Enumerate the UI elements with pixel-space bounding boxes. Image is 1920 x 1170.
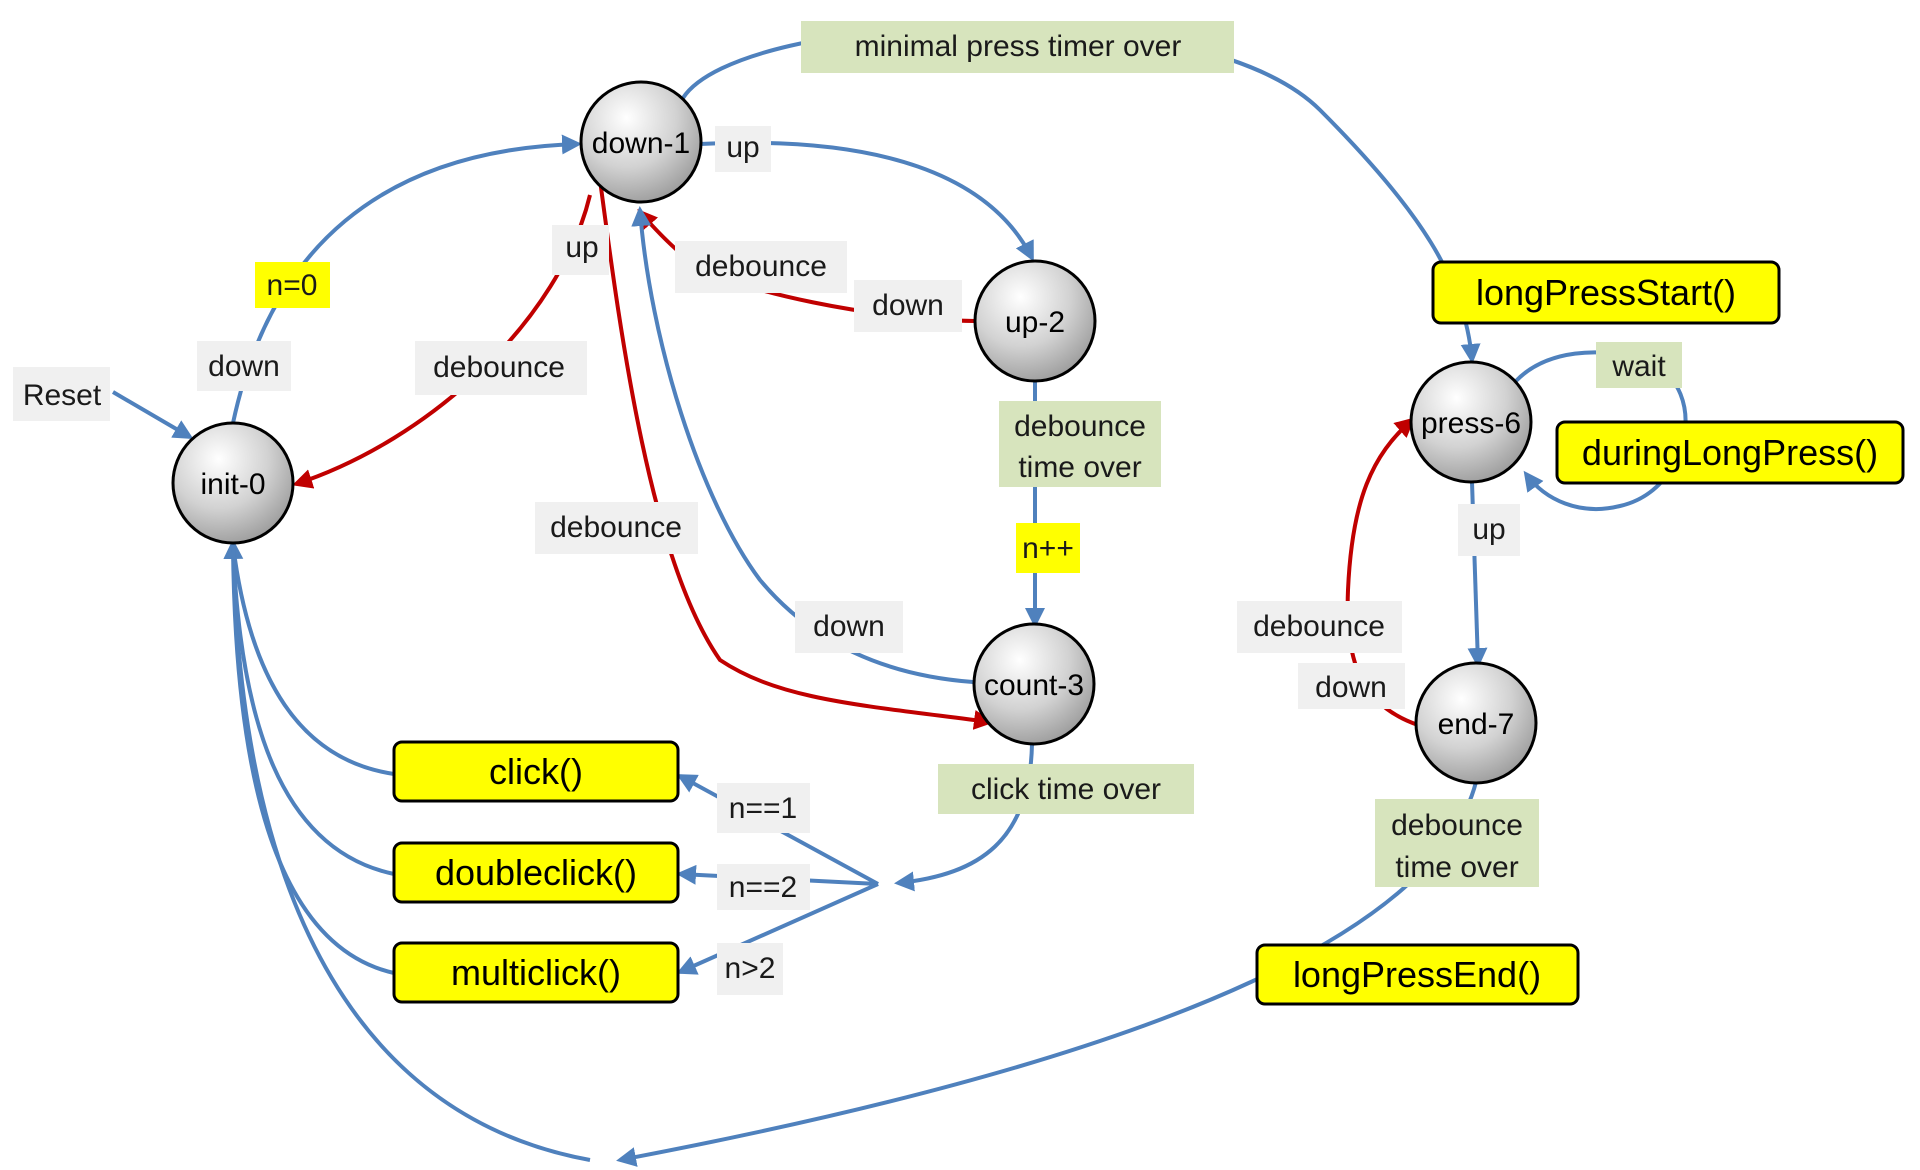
label-debounce-time-over-1-line1: debounce bbox=[1014, 410, 1146, 443]
states: init-0 down-1 up-2 count-3 press-6 end-7 bbox=[171, 80, 1538, 785]
state-init-0: init-0 bbox=[171, 421, 295, 545]
doubleclick-function-label: doubleclick() bbox=[435, 852, 637, 893]
label-reset: Reset bbox=[23, 379, 102, 412]
function-boxes: click() doubleclick() multiclick() longP… bbox=[392, 260, 1905, 1006]
edge-down1-to-count3-debounce bbox=[598, 179, 994, 730]
state-count-3: count-3 bbox=[972, 622, 1096, 746]
doubleclick-function-box: doubleclick() bbox=[392, 841, 680, 904]
multiclick-function-label: multiclick() bbox=[451, 952, 621, 993]
label-click-time-over: click time over bbox=[971, 773, 1161, 806]
label-wait: wait bbox=[1611, 350, 1666, 383]
multiclick-function-box: multiclick() bbox=[392, 941, 680, 1004]
state-press-6-label: press-6 bbox=[1421, 407, 1521, 440]
long-press-start-function-label: longPressStart() bbox=[1476, 272, 1736, 313]
label-up-press: up bbox=[1472, 513, 1505, 546]
label-debounce-down-to-init: debounce bbox=[433, 351, 565, 384]
label-debounce-time-over-2-line1: debounce bbox=[1391, 809, 1523, 842]
label-down-count: down bbox=[813, 610, 885, 643]
edge-click-to-init bbox=[231, 544, 395, 776]
label-n-gt-2: n>2 bbox=[725, 952, 776, 985]
label-up-down1-to-up2: up bbox=[726, 131, 759, 164]
label-debounce-time-over-1-line2: time over bbox=[1018, 451, 1141, 484]
during-long-press-function-label: duringLongPress() bbox=[1582, 432, 1878, 473]
edge-doubleclick-to-init bbox=[231, 544, 395, 876]
label-n-increment: n++ bbox=[1022, 532, 1074, 565]
label-n0: n=0 bbox=[267, 269, 318, 302]
click-function-box: click() bbox=[392, 740, 680, 803]
state-down-1-label: down-1 bbox=[592, 127, 690, 160]
label-debounce-near-up2: debounce bbox=[695, 250, 827, 283]
state-end-7: end-7 bbox=[1414, 661, 1538, 785]
label-n-eq-2: n==2 bbox=[729, 871, 797, 904]
label-down-up2: down bbox=[872, 289, 944, 322]
long-press-end-function-label: longPressEnd() bbox=[1293, 954, 1541, 995]
label-debounce-end: debounce bbox=[1253, 610, 1385, 643]
long-press-start-function-box: longPressStart() bbox=[1431, 260, 1781, 325]
label-minimal-press-timer: minimal press timer over bbox=[855, 30, 1182, 63]
during-long-press-function-box: duringLongPress() bbox=[1555, 420, 1905, 485]
state-up-2: up-2 bbox=[973, 259, 1097, 383]
edge-count3-to-down1 bbox=[631, 206, 974, 684]
state-end-7-label: end-7 bbox=[1438, 708, 1515, 741]
click-function-label: click() bbox=[489, 751, 583, 792]
state-press-6: press-6 bbox=[1409, 360, 1533, 484]
label-down-init: down bbox=[208, 350, 280, 383]
state-down-1: down-1 bbox=[579, 80, 703, 204]
label-down-end: down bbox=[1315, 671, 1387, 704]
state-count-3-label: count-3 bbox=[984, 669, 1084, 702]
state-init-0-label: init-0 bbox=[200, 468, 265, 501]
edge-bottom-return-to-init bbox=[223, 539, 591, 1162]
edge-reset-to-init bbox=[111, 390, 194, 440]
edge-down1-to-init-debounce bbox=[292, 194, 592, 489]
label-texts: Reset down n=0 debounce up up debounce d… bbox=[23, 30, 1667, 985]
edge-split-to-multiclick bbox=[676, 882, 879, 975]
label-debounce-to-count: debounce bbox=[550, 511, 682, 544]
label-debounce-time-over-2-line2: time over bbox=[1395, 851, 1518, 884]
state-up-2-label: up-2 bbox=[1005, 306, 1065, 339]
label-up-down1: up bbox=[565, 231, 598, 264]
long-press-end-function-box: longPressEnd() bbox=[1255, 943, 1580, 1006]
label-boxes bbox=[13, 21, 1682, 995]
label-n-eq-1: n==1 bbox=[729, 792, 797, 825]
edge-multiclick-to-init bbox=[231, 544, 395, 975]
